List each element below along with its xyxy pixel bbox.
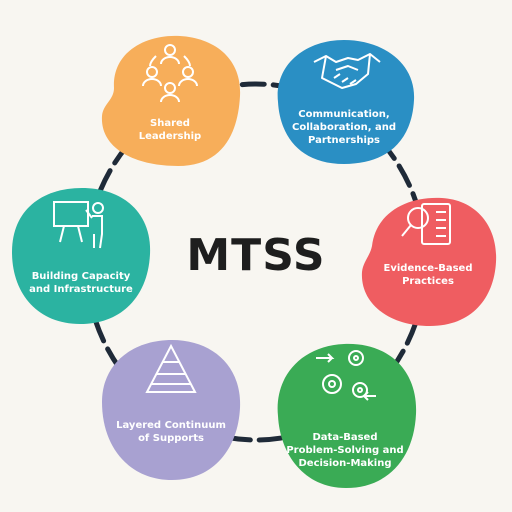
node-evidence: Evidence-Based Practices [356,194,500,328]
node-label: Communication, Collaboration, and Partne… [291,108,397,146]
diagram-title: MTSS [186,230,326,281]
node-label: Shared Leadership [138,118,202,142]
presenter-icon [53,201,104,249]
node-label: Data-Based Problem-Solving and Decision-… [286,431,404,469]
node-label: Building Capacity and Infrastructure [29,271,133,295]
node-shape [361,197,497,326]
node-data-based: Data-Based Problem-Solving and Decision-… [270,338,420,490]
node-shape [102,340,241,480]
node-capacity: Building Capacity and Infrastructure [6,182,156,328]
node-shape [277,343,417,488]
pyramid-icon [145,344,197,393]
node-shape [277,40,415,164]
checklist-magnifier-icon [401,203,451,245]
node-label: Layered Continuum of Supports [116,420,226,444]
handshake-icon [313,53,381,89]
node-shape [12,188,151,324]
node-shape [101,35,241,166]
people-cycle-icon [142,44,198,102]
node-shared-leadership: Shared Leadership [94,30,246,170]
gears-icon [316,350,376,401]
node-communication: Communication, Collaboration, and Partne… [268,36,420,166]
node-label: Evidence-Based Practices [383,263,473,287]
node-layered: Layered Continuum of Supports [96,336,246,484]
